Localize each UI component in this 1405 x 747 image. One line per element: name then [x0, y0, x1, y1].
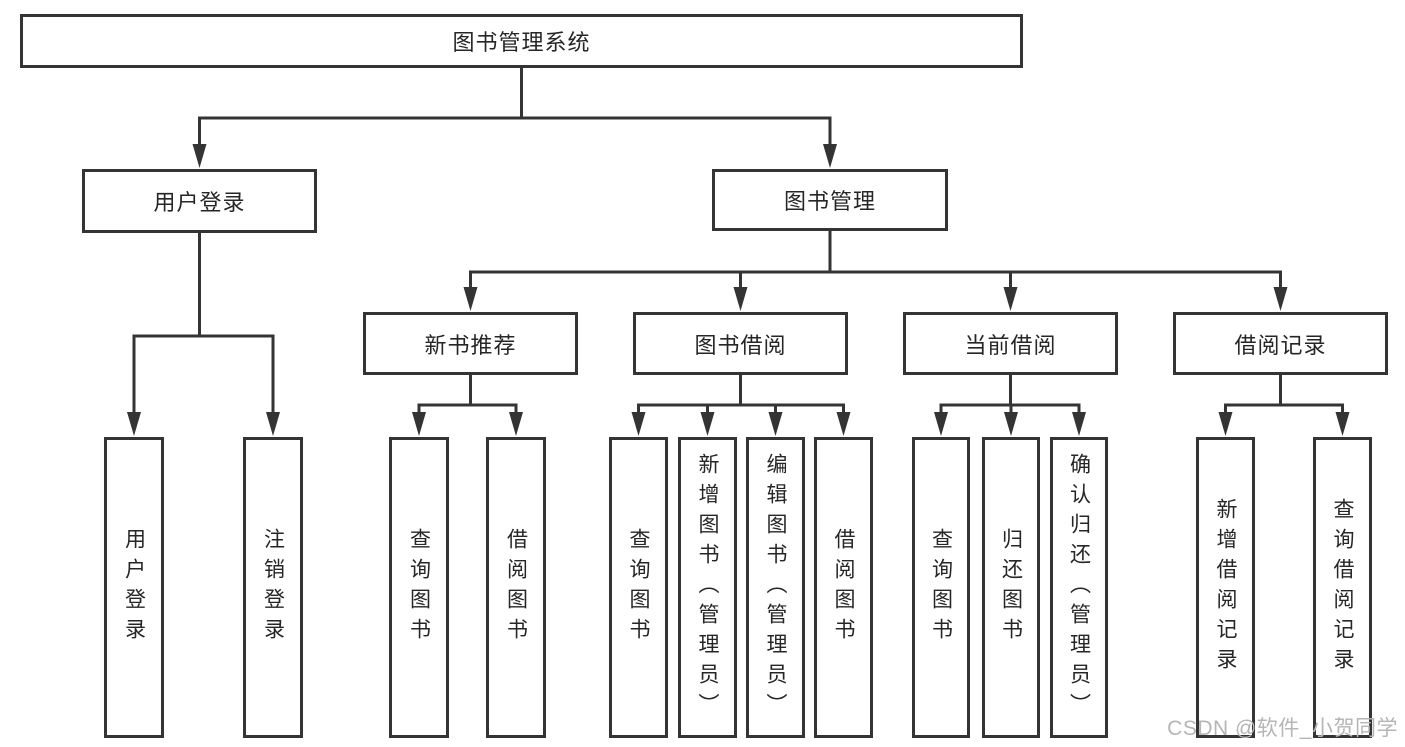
node-borrow-records-label: 借阅记录 [1234, 332, 1327, 358]
leaf-cb-confirm-return-label: 确认归还（管理员） [1067, 452, 1091, 723]
leaf-bb-query-book: 查询图书 [609, 437, 668, 738]
leaf-br-add-record-label: 新增借阅记录 [1214, 497, 1237, 678]
leaf-bb-edit-book: 编辑图书（管理员） [746, 437, 805, 738]
node-book-management-label: 图书管理 [783, 189, 876, 214]
leaf-logout: 注销登录 [243, 437, 303, 738]
leaf-nb-borrow-book-label: 借阅图书 [504, 527, 528, 648]
leaf-user-login-label: 用户登录 [122, 527, 146, 648]
node-book-management: 图书管理 [712, 169, 948, 231]
leaf-user-login: 用户登录 [104, 437, 164, 738]
csdn-watermark: CSDN @软件_小贺同学 [1167, 717, 1398, 740]
leaf-bb-edit-book-label: 编辑图书（管理员） [764, 452, 787, 723]
leaf-bb-borrow-book-label: 借阅图书 [832, 527, 855, 648]
leaf-br-add-record: 新增借阅记录 [1196, 437, 1255, 738]
node-current-borrow: 当前借阅 [903, 312, 1118, 375]
node-current-borrow-label: 当前借阅 [964, 332, 1057, 358]
leaf-logout-label: 注销登录 [261, 527, 285, 648]
leaf-bb-borrow-book: 借阅图书 [814, 437, 873, 738]
leaf-bb-add-book-label: 新增图书（管理员） [696, 452, 719, 723]
node-root-label: 图书管理系统 [452, 30, 591, 55]
leaf-nb-borrow-book: 借阅图书 [486, 437, 546, 738]
leaf-bb-query-book-label: 查询图书 [627, 527, 650, 648]
node-new-book-recommend: 新书推荐 [363, 312, 578, 375]
node-new-book-recommend-label: 新书推荐 [424, 332, 517, 358]
leaf-cb-query-book: 查询图书 [912, 437, 970, 738]
leaf-bb-add-book: 新增图书（管理员） [678, 437, 737, 738]
leaf-cb-query-book-label: 查询图书 [929, 527, 953, 648]
node-user-login: 用户登录 [82, 169, 317, 233]
node-book-borrowing: 图书借阅 [633, 312, 848, 375]
node-user-login-label: 用户登录 [153, 190, 246, 215]
leaf-nb-query-book: 查询图书 [389, 437, 449, 738]
leaf-cb-confirm-return: 确认归还（管理员） [1050, 437, 1108, 738]
node-borrow-records: 借阅记录 [1173, 312, 1388, 375]
leaf-cb-return-book-label: 归还图书 [999, 527, 1023, 648]
leaf-nb-query-book-label: 查询图书 [407, 527, 431, 648]
leaf-br-query-record: 查询借阅记录 [1313, 437, 1372, 738]
leaf-br-query-record-label: 查询借阅记录 [1331, 497, 1354, 678]
node-root: 图书管理系统 [20, 14, 1023, 68]
node-book-borrowing-label: 图书借阅 [694, 332, 787, 358]
leaf-cb-return-book: 归还图书 [982, 437, 1040, 738]
